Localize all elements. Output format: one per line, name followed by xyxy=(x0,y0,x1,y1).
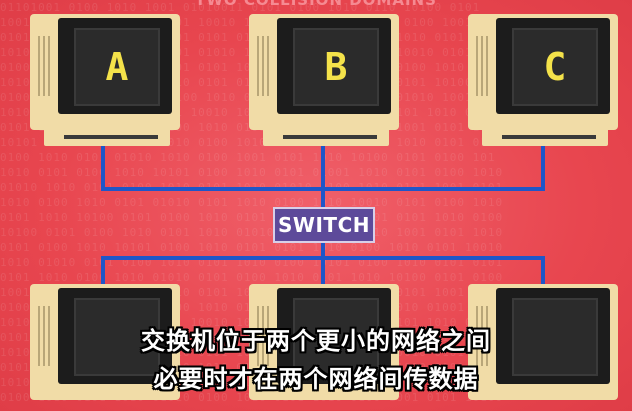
subtitle-line-2: 必要时才在两个网络间传数据 xyxy=(153,365,479,393)
computer-screen: B xyxy=(293,28,379,106)
subtitle-line-1: 交换机位于两个更小的网络之间 xyxy=(141,327,491,355)
computer-label: A xyxy=(105,45,129,89)
computer-e xyxy=(249,284,399,411)
computer-f xyxy=(468,284,618,411)
computer-c: C xyxy=(468,14,618,149)
computer-screen xyxy=(74,298,160,376)
computer-screen: C xyxy=(512,28,598,106)
computer-label: B xyxy=(324,45,348,89)
computer-label: C xyxy=(543,45,567,89)
vent-icon xyxy=(38,306,52,366)
computer-b: B xyxy=(249,14,399,149)
computer-d xyxy=(30,284,180,411)
computer-screen: A xyxy=(74,28,160,106)
computer-a: A xyxy=(30,14,180,149)
drive-slot-icon xyxy=(64,135,158,139)
vent-icon xyxy=(476,306,490,366)
vent-icon xyxy=(257,306,271,366)
vent-icon xyxy=(38,36,52,96)
drive-slot-icon xyxy=(502,135,596,139)
switch-label: SWITCH xyxy=(278,213,370,237)
vent-icon xyxy=(476,36,490,96)
vent-icon xyxy=(257,36,271,96)
computer-screen xyxy=(293,298,379,376)
diagram-title: TWO COLLISION DOMAINS xyxy=(195,0,437,9)
switch-box: SWITCH xyxy=(273,207,375,243)
drive-slot-icon xyxy=(283,135,377,139)
computer-screen xyxy=(512,298,598,376)
